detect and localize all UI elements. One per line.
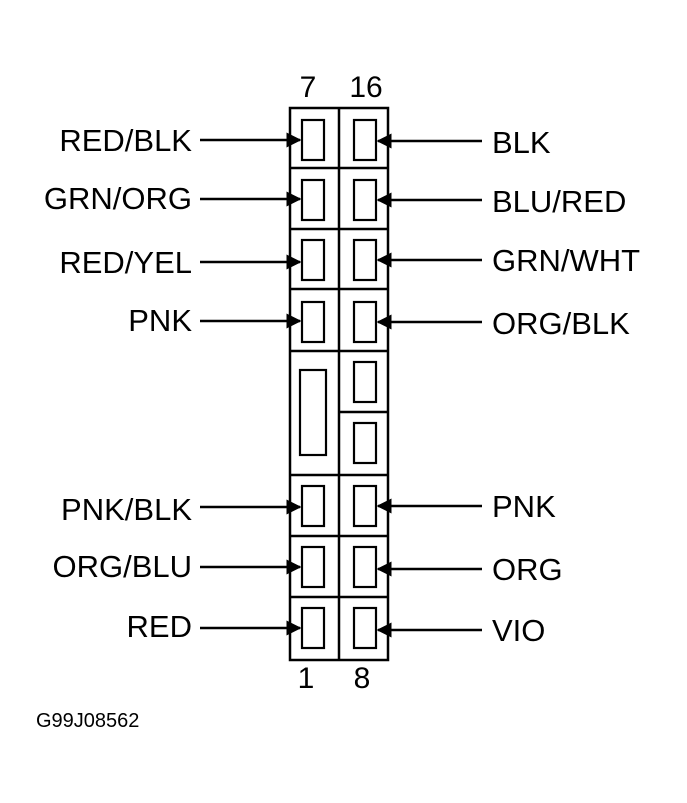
pin-number-bottom-left: 1 xyxy=(298,662,315,695)
wire-label-right: ORG xyxy=(492,552,563,587)
cavity-10 xyxy=(352,484,378,528)
cavity-7 xyxy=(300,118,326,162)
terminal-cavities xyxy=(298,118,378,650)
wire-label-right: GRN/WHT xyxy=(492,243,640,278)
cavity-4 xyxy=(300,300,326,344)
cavity-11 xyxy=(352,421,378,465)
cavity-3 xyxy=(300,484,326,528)
wire-label-right: VIO xyxy=(492,613,545,648)
cavity-1 xyxy=(300,606,326,650)
cavity-2 xyxy=(300,545,326,589)
cavity-8 xyxy=(352,606,378,650)
figure-code: G99J08562 xyxy=(36,710,139,732)
wire-label-right: ORG/BLK xyxy=(492,306,630,341)
cavity-12 xyxy=(352,360,378,404)
wire-label-left: GRN/ORG xyxy=(44,181,192,216)
wire-label-left: ORG/BLU xyxy=(52,549,192,584)
pin-number-bottom-right: 8 xyxy=(354,662,371,695)
right-wires: BLK BLU/RED GRN/WHT ORG/BLK PNK ORG VIO xyxy=(376,125,640,648)
cavity-wide-left xyxy=(298,368,328,457)
wire-label-left: RED/BLK xyxy=(59,123,192,158)
pin-number-top-left: 7 xyxy=(300,71,317,104)
cavity-9 xyxy=(352,545,378,589)
wire-label-right: PNK xyxy=(492,489,556,524)
cavity-6 xyxy=(300,178,326,222)
cavity-5 xyxy=(300,238,326,282)
cavity-13 xyxy=(352,300,378,344)
wire-label-right: BLU/RED xyxy=(492,184,626,219)
pin-number-top-right: 16 xyxy=(349,71,382,104)
left-wires: RED/BLK GRN/ORG RED/YEL PNK PNK/BLK ORG/… xyxy=(44,123,302,644)
row-dividers xyxy=(290,166,388,599)
wire-label-left: PNK/BLK xyxy=(61,492,192,527)
cavity-16 xyxy=(352,118,378,162)
cavity-15 xyxy=(352,178,378,222)
wire-label-left: RED/YEL xyxy=(59,245,192,280)
wire-label-left: PNK xyxy=(128,303,192,338)
wire-label-right: BLK xyxy=(492,125,551,160)
wire-label-left: RED xyxy=(127,609,192,644)
cavity-14 xyxy=(352,238,378,282)
